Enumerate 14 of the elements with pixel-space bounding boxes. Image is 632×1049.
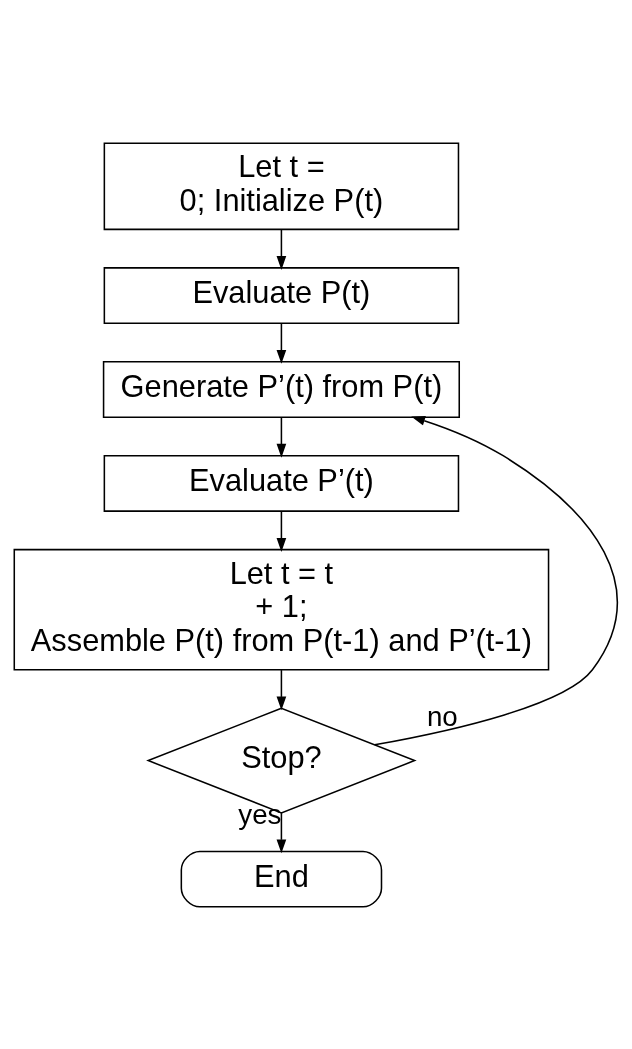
arrow	[276, 416, 287, 458]
arrow	[276, 811, 287, 853]
node-box: Evaluate P’(t)	[103, 454, 460, 512]
arrow	[276, 510, 287, 552]
arrow	[276, 322, 287, 364]
node-box: Evaluate P(t)	[103, 266, 460, 324]
node-box: Let t = t + 1; Assemble P(t) from P(t-1) and P’(t-1)	[13, 548, 550, 670]
edge-label: no	[426, 700, 458, 732]
node-box: Generate P’(t) from P(t)	[102, 360, 460, 418]
node-box: Let t = 0; Initialize P(t)	[103, 141, 460, 230]
node-box: End	[180, 850, 383, 908]
arrow	[276, 668, 287, 710]
arrow	[373, 415, 618, 746]
arrow	[276, 228, 287, 270]
